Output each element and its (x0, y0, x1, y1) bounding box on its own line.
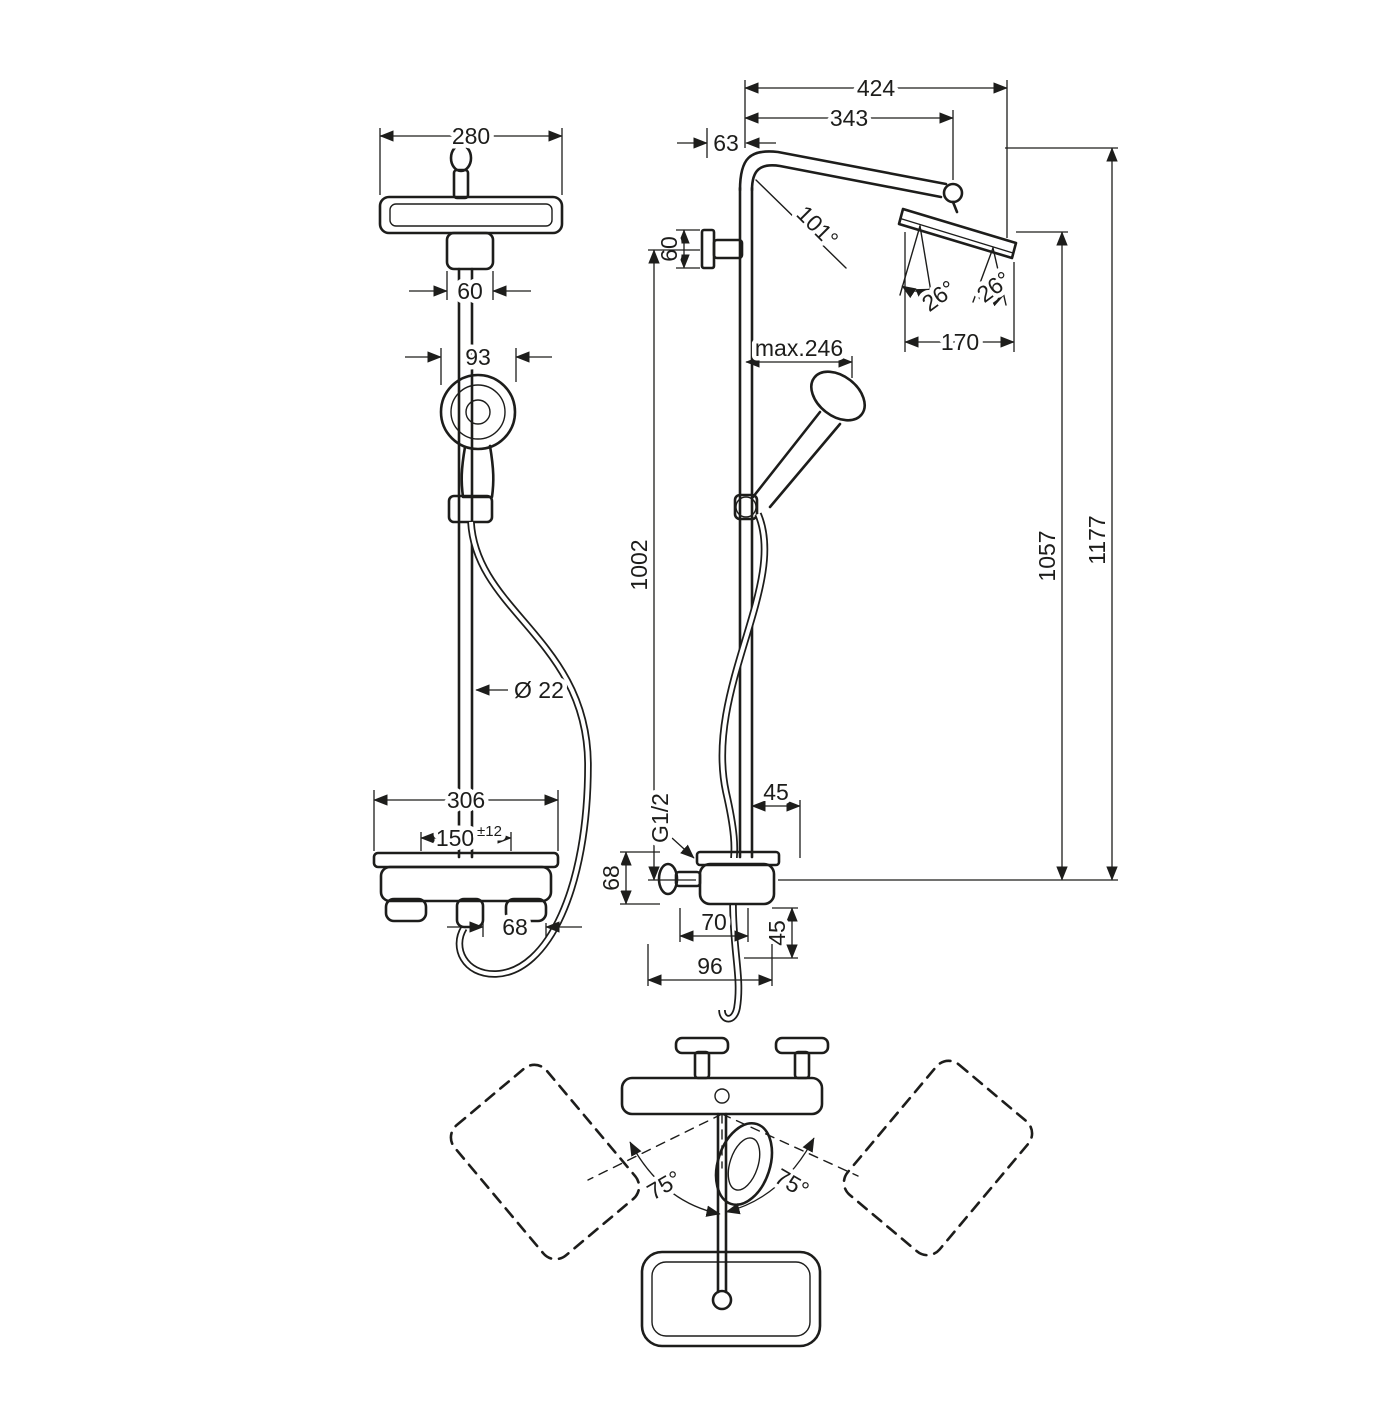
swivel-position-left (449, 1063, 641, 1261)
dim-valve-offset-top: 45 (763, 779, 789, 805)
head-face-line (901, 218, 1014, 254)
overhead-shower-side (897, 207, 1018, 260)
dim-total-height: 1177 (1084, 515, 1110, 564)
thermostat-body (379, 865, 553, 903)
swivel-position-right (842, 1059, 1034, 1257)
dim-head-tilt-left: 26° (917, 275, 960, 316)
dim-handshower-reach: max.246 (755, 335, 843, 361)
side-view: 26° 26° 424 343 63 (594, 71, 1118, 1023)
pivot-point (714, 1088, 730, 1104)
dish-drain-hole (711, 1289, 733, 1311)
dim-thread: G1/2 (647, 793, 673, 843)
dim-head-height: 1057 (1034, 530, 1060, 581)
shower-hose (455, 521, 592, 978)
soap-dish (640, 1250, 822, 1348)
head-knob (449, 143, 473, 173)
shower-hose-inner (457, 521, 591, 977)
dim-pipe-diameter: Ø 22 (514, 677, 564, 703)
right-handle-stem (793, 1050, 811, 1080)
dim-hose-drop: 45 (764, 920, 790, 946)
outlet-spout (455, 897, 485, 929)
handle-knob-side (657, 862, 679, 896)
head-knob-stem (452, 168, 470, 200)
handshower-head (439, 373, 517, 451)
handshower-handle (460, 444, 495, 499)
holder-clamp-side (733, 493, 759, 521)
spray-face (389, 203, 553, 227)
wall-bracket-flange (700, 228, 716, 270)
handshower-top-inner (727, 1137, 761, 1191)
handle-stem-side (674, 870, 702, 888)
shower-arm-outer (738, 150, 948, 192)
dim-bracket-width: 60 (457, 278, 483, 304)
dim-handshower-width: 93 (465, 344, 491, 370)
right-handle (504, 897, 548, 923)
dim-connection-tolerance: ±12 (477, 823, 502, 840)
dim-wall-offset: 63 (713, 130, 739, 156)
handshower-center (465, 399, 491, 425)
dim-head-tilt-right: 26° (972, 266, 1015, 307)
front-view: 280 60 93 Ø 22 306 150 ±12 68 (372, 119, 592, 978)
soap-dish-inner (651, 1261, 811, 1337)
slider-holder (447, 494, 494, 524)
handshower-head-side (810, 370, 866, 422)
dim-head-length: 170 (941, 329, 979, 355)
shelf (372, 851, 560, 869)
dim-shelf-width: 306 (447, 787, 485, 813)
dim-arm-reach: 343 (830, 105, 868, 131)
shower-arm-inner (750, 164, 943, 199)
dim-swivel-right: 75° (770, 1163, 813, 1203)
dim-valve-depth: 70 (701, 909, 727, 935)
handshower-face (450, 384, 506, 440)
dim-arm-reach-total: 424 (857, 75, 896, 101)
dim-bracket-height: 60 (656, 236, 682, 262)
wall-bracket-arm (712, 238, 744, 260)
left-handle (384, 897, 428, 923)
dim-arm-angle: 101° (792, 200, 844, 252)
dim-connection-spacing: 150 (436, 825, 474, 851)
thermostat-top-view (620, 1076, 824, 1116)
dim-bar-height: 1002 (626, 539, 652, 590)
holder-pivot (735, 496, 757, 518)
handshower-handle-side (768, 422, 842, 509)
valve-body-side (698, 862, 776, 906)
overhead-shower-front (378, 195, 564, 235)
dim-head-width: 280 (452, 123, 490, 149)
dim-valve-total-depth: 96 (697, 953, 723, 979)
joint-stem (951, 200, 959, 214)
dim-valve-height: 68 (598, 865, 624, 891)
bottom-view: 75° 75° (449, 1036, 1034, 1348)
head-bracket (445, 231, 495, 271)
handshower-handle-side (751, 410, 822, 499)
ball-joint (942, 182, 964, 204)
dim-outlet-spacing: 68 (502, 914, 528, 940)
hose-side-upper-inner (720, 513, 767, 859)
left-handle-stem (693, 1050, 711, 1080)
swivel-axis-left (587, 1113, 723, 1181)
